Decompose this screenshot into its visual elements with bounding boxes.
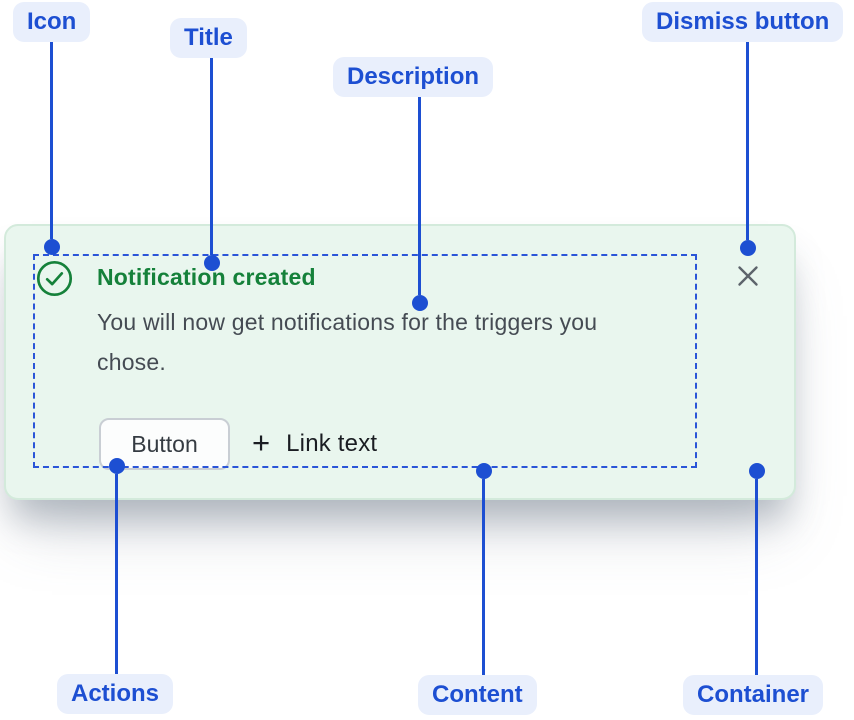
icon-callout-dot [44,239,60,255]
title-callout-line [210,58,213,255]
description-callout-dot [412,295,428,311]
content-callout-dot [476,463,492,479]
check-circle-icon [36,260,73,297]
action-link[interactable]: + Link text [252,425,378,460]
plus-icon: + [252,425,271,460]
dismiss-callout-line [746,42,749,240]
close-icon [735,263,761,292]
action-button-label: Button [131,430,198,457]
container-callout-dot [749,463,765,479]
actions-callout-line [115,474,118,674]
container-label: Container [683,675,824,715]
content-callout-line [482,479,485,675]
description-callout-line [418,97,421,295]
actions-callout-dot [109,458,125,474]
content-label: Content [418,675,537,715]
title-callout-dot [204,255,220,271]
icon-label: Icon [13,2,91,42]
dismiss-callout-dot [740,240,756,256]
dismiss-button[interactable] [729,258,767,296]
icon-callout-line [50,42,53,239]
dismiss-button-label: Dismiss button [642,2,844,42]
description-label: Description [333,57,494,97]
container-callout-line [755,479,758,675]
notification-description: You will now get notifications for the t… [97,309,598,375]
notification-container: Notification created You will now get no… [4,224,796,500]
notification-actions: Button + Link text [99,418,377,470]
actions-label: Actions [57,674,174,714]
action-link-label: Link text [286,430,378,457]
title-label: Title [170,18,247,58]
